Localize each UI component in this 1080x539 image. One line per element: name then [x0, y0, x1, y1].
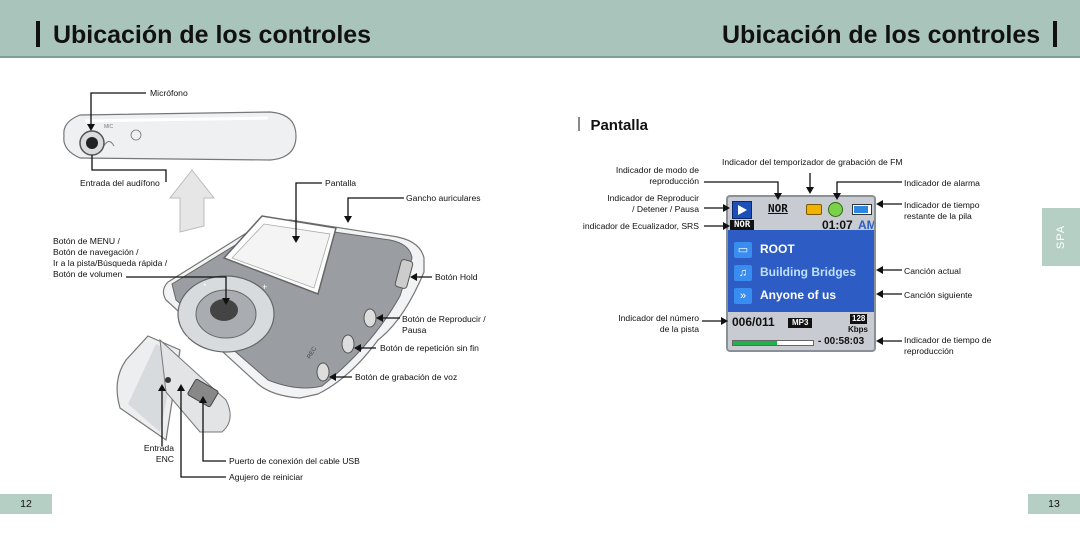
label-repro-1: Indicador de Reproducir [607, 193, 699, 203]
label-numero-1: Indicador del número [618, 313, 699, 323]
lcd-progress-row: - 00:58:03 [728, 336, 874, 349]
label-menu-group: Botón de MENU / Botón de navegación / Ir… [53, 236, 167, 280]
label-tiempo-1: Indicador de tiempo [904, 200, 980, 210]
cassette-alarm-icon [806, 204, 822, 215]
label-hold: Botón Hold [435, 272, 478, 282]
play-icon [732, 201, 752, 219]
side-tab: SPA [1042, 208, 1080, 266]
section-heading: Pantalla [578, 117, 648, 135]
section-bar-mark [578, 117, 580, 131]
lcd-callouts [702, 173, 902, 345]
right-page-title: Ubicación de los controles [722, 20, 1058, 50]
label-pantalla: Pantalla [325, 178, 357, 188]
label-numero-group: Indicador del número de la pista [580, 313, 699, 335]
label-alarma: Indicador de alarma [904, 178, 980, 188]
label-modo-1: Indicador de modo de [615, 165, 699, 175]
label-enc-1: Entrada [143, 443, 174, 453]
lcd-status-row: NOR [728, 200, 874, 220]
label-modo-2: reproducción [649, 176, 699, 186]
label-eq: indicador de Ecualizador, SRS [582, 221, 699, 231]
label-microfono: Micrófono [150, 88, 188, 98]
up-arrow-icon [168, 169, 216, 233]
lcd-next-song: Anyone of us [760, 288, 837, 302]
label-repro-group: Indicador de Reproducir / Detener / Paus… [580, 193, 699, 215]
label-numero-2: de la pista [659, 324, 699, 334]
label-rec: Botón de grabación de voz [355, 372, 458, 382]
page-number-right: 13 [1028, 494, 1080, 514]
lcd-eq-row: NOR 01:07 AM [728, 218, 876, 232]
label-modo-group: Indicador de modo de reproducción [580, 165, 699, 187]
title-bar-mark [36, 21, 40, 47]
svg-text:MIC: MIC [104, 124, 114, 130]
progress-fill [733, 341, 777, 345]
label-menu-2: Botón de navegación / [53, 247, 139, 257]
label-entrada-audifono: Entrada del audífono [80, 178, 160, 188]
label-trep-2: reproducción [904, 346, 954, 356]
right-title-text: Ubicación de los controles [722, 21, 1041, 49]
label-trep-1: Indicador de tiempo de [904, 335, 992, 345]
lcd-format: MP3 [788, 318, 813, 328]
lcd-elapsed: - 00:58:03 [818, 336, 865, 347]
device-volume-minus: − [183, 332, 189, 342]
lcd-eq: NOR [730, 220, 755, 231]
label-reset: Agujero de reiniciar [229, 472, 304, 482]
label-play-1: Botón de Reproducir / [402, 314, 486, 324]
section-title: Pantalla [590, 117, 648, 134]
left-title-text: Ubicación de los controles [52, 21, 372, 49]
lcd-clock: 01:07 [822, 218, 853, 232]
label-enc-2: ENC [155, 454, 174, 464]
device-volume-plus: + [262, 282, 268, 292]
lcd-bitrate: 128 [850, 314, 868, 324]
label-usb: Puerto de conexión del cable USB [229, 456, 360, 466]
battery-icon [852, 204, 872, 215]
lcd-screen: NOR NOR 01:07 AM ▭ ROOT ♫ Building Bridg… [726, 195, 876, 352]
label-play-group: Botón de Reproducir / Pausa [402, 314, 486, 336]
music-note-icon: ♫ [734, 265, 752, 281]
label-fm-timer: Indicador del temporizador de grabación … [722, 157, 903, 167]
header-rule [0, 56, 1080, 58]
page-number-left: 12 [0, 494, 52, 514]
clock-icon [828, 202, 843, 217]
header-band [0, 0, 1080, 56]
lcd-current-song: Building Bridges [760, 265, 856, 279]
label-repeat: Botón de repetición sin fin [380, 343, 479, 353]
label-tiempo-group: Indicador de tiempo restante de la pila [904, 200, 979, 222]
title-bar-mark [1053, 21, 1058, 47]
side-tab-text: SPA [1055, 224, 1067, 250]
label-gancho: Gancho auriculares [406, 193, 481, 203]
left-page-title: Ubicación de los controles [36, 20, 371, 50]
lcd-track-row: 006/011 MP3 128 Kbps [728, 314, 874, 335]
label-cancion-actual: Canción actual [904, 266, 961, 276]
label-repro-2: / Detener / Pausa [632, 204, 699, 214]
player-diagram: MIC [63, 92, 432, 478]
folder-icon: ▭ [734, 242, 752, 258]
label-menu-1: Botón de MENU / [53, 236, 120, 246]
label-menu-3: Ir a la pista/Búsqueda rápida / [53, 258, 168, 268]
label-eq-wrap: indicador de Ecualizador, SRS [560, 221, 699, 232]
label-play-2: Pausa [402, 325, 427, 335]
label-cancion-siguiente: Canción siguiente [904, 290, 973, 300]
lcd-folder: ROOT [760, 242, 795, 256]
lcd-playlist: ▭ ROOT ♫ Building Bridges » Anyone of us [728, 230, 874, 312]
lcd-bitrate-unit: Kbps [848, 325, 868, 334]
progress-bar [732, 340, 814, 346]
label-enc-group: Entrada ENC [130, 443, 174, 465]
lcd-ampm: AM [858, 218, 876, 232]
lcd-track: 006/011 [732, 315, 775, 329]
next-track-icon: » [734, 288, 752, 304]
label-tiempo-2: restante de la pila [904, 211, 972, 221]
label-menu-4: Botón de volumen [53, 269, 123, 279]
lcd-mode: NOR [768, 202, 788, 215]
label-trep-group: Indicador de tiempo de reproducción [904, 335, 991, 357]
